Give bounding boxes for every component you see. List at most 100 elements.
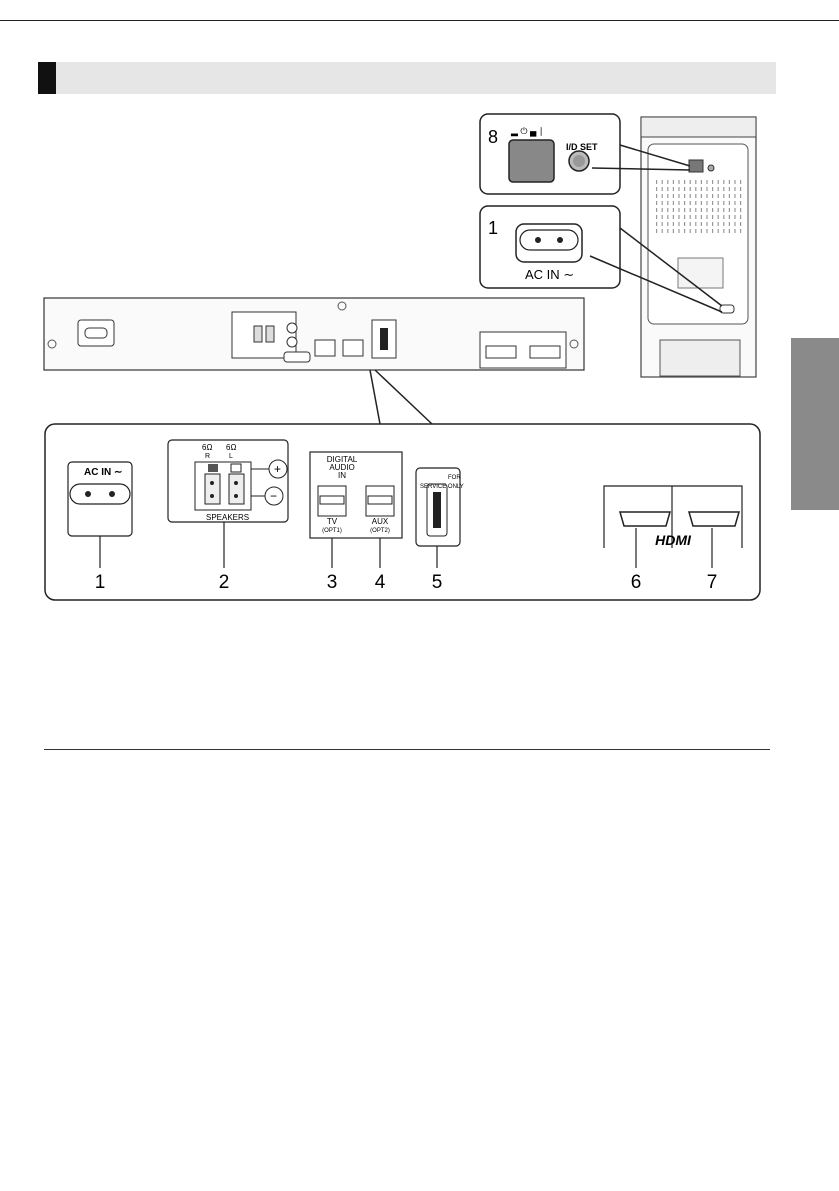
grille-slot	[718, 222, 719, 226]
grille-slot	[701, 229, 702, 233]
grille-slot	[723, 194, 724, 198]
grille-slot	[740, 229, 741, 233]
grille-slot	[656, 201, 657, 205]
grille-slot	[734, 215, 735, 219]
grille-slot	[718, 215, 719, 219]
tv-input-label: TV	[327, 517, 338, 526]
usb-label-line2: SERVICE ONLY	[420, 484, 464, 490]
usb-label-line1: FOR	[448, 475, 461, 481]
grille-slot	[729, 208, 730, 212]
grille-slot	[690, 229, 691, 233]
ac-in-label: AC IN ∼	[84, 467, 122, 478]
grille-slot	[695, 187, 696, 191]
grille-slot	[656, 208, 657, 212]
grille-slot	[662, 201, 663, 205]
grille-slot	[656, 229, 657, 233]
grille-slot	[695, 180, 696, 184]
grille-slot	[701, 215, 702, 219]
digital-audio-title-3: IN	[338, 471, 346, 480]
grille-slot	[678, 194, 679, 198]
subwoofer-ac-in-label: AC IN ∼	[525, 267, 574, 282]
grille-slot	[723, 180, 724, 184]
grille-slot	[712, 187, 713, 191]
speakers-label: SPEAKERS	[206, 513, 249, 522]
grille-slot	[684, 201, 685, 205]
grille-slot	[740, 180, 741, 184]
grille-slot	[706, 201, 707, 205]
grille-slot	[734, 222, 735, 226]
grille-slot	[701, 187, 702, 191]
grille-slot	[695, 229, 696, 233]
callout-number-7: 7	[707, 572, 718, 593]
grille-slot	[718, 229, 719, 233]
grille-slot	[740, 208, 741, 212]
grille-slot	[673, 187, 674, 191]
speaker-ohm-left: 6Ω	[226, 443, 236, 452]
grille-slot	[667, 187, 668, 191]
grille-slot	[673, 194, 674, 198]
grille-slot	[667, 215, 668, 219]
grille-slot	[690, 215, 691, 219]
grille-slot	[662, 222, 663, 226]
grille-slot	[656, 222, 657, 226]
grille-slot	[656, 194, 657, 198]
grille-slot	[729, 215, 730, 219]
grille-slot	[729, 187, 730, 191]
grille-slot	[684, 215, 685, 219]
callout-number-1: 1	[95, 572, 106, 593]
grille-slot	[740, 215, 741, 219]
grille-slot	[673, 201, 674, 205]
grille-slot	[690, 208, 691, 212]
grille-slot	[678, 229, 679, 233]
aux-input-label: AUX	[372, 517, 389, 526]
id-set-label: I/D SET	[566, 142, 598, 152]
grille-slot	[701, 201, 702, 205]
rear-panel-diagram: 8 ▂ ⏻ ▄ ∣ I/D SET 1 AC IN ∼	[0, 100, 839, 610]
grille-slot	[656, 215, 657, 219]
grille-slot	[723, 187, 724, 191]
grille-slot	[667, 229, 668, 233]
grille-slot	[684, 194, 685, 198]
grille-slot	[662, 180, 663, 184]
grille-slot	[695, 194, 696, 198]
grille-slot	[723, 201, 724, 205]
grille-slot	[723, 222, 724, 226]
grille-slot	[656, 180, 657, 184]
speaker-ohm-right: 6Ω	[202, 443, 212, 452]
grille-slot	[712, 201, 713, 205]
grille-slot	[673, 229, 674, 233]
grille-slot	[662, 208, 663, 212]
grille-slot	[701, 222, 702, 226]
grille-slot	[662, 187, 663, 191]
grille-slot	[678, 201, 679, 205]
power-switch-icons: ▂ ⏻ ▄ ∣	[510, 126, 543, 137]
grille-slot	[718, 201, 719, 205]
section-divider	[44, 749, 770, 750]
grille-slot	[678, 180, 679, 184]
section-marker	[38, 62, 56, 94]
grille-slot	[712, 194, 713, 198]
speaker-channel-l: L	[229, 453, 233, 460]
grille-slot	[740, 187, 741, 191]
grille-slot	[673, 180, 674, 184]
grille-slot	[695, 208, 696, 212]
callout-number-4: 4	[375, 572, 386, 593]
speaker-channel-r: R	[205, 453, 210, 460]
callout-number-6: 6	[631, 572, 642, 593]
grille-slot	[740, 194, 741, 198]
grille-slot	[712, 180, 713, 184]
grille-slot	[690, 222, 691, 226]
grille-slot	[740, 201, 741, 205]
grille-slot	[667, 194, 668, 198]
callout-number-2: 2	[219, 572, 230, 593]
grille-slot	[684, 229, 685, 233]
grille-slot	[684, 187, 685, 191]
grille-slot	[706, 215, 707, 219]
grille-slot	[656, 187, 657, 191]
grille-slot	[734, 201, 735, 205]
grille-slot	[718, 180, 719, 184]
grille-slot	[662, 194, 663, 198]
grille-slot	[729, 194, 730, 198]
grille-slot	[723, 215, 724, 219]
grille-slot	[701, 194, 702, 198]
